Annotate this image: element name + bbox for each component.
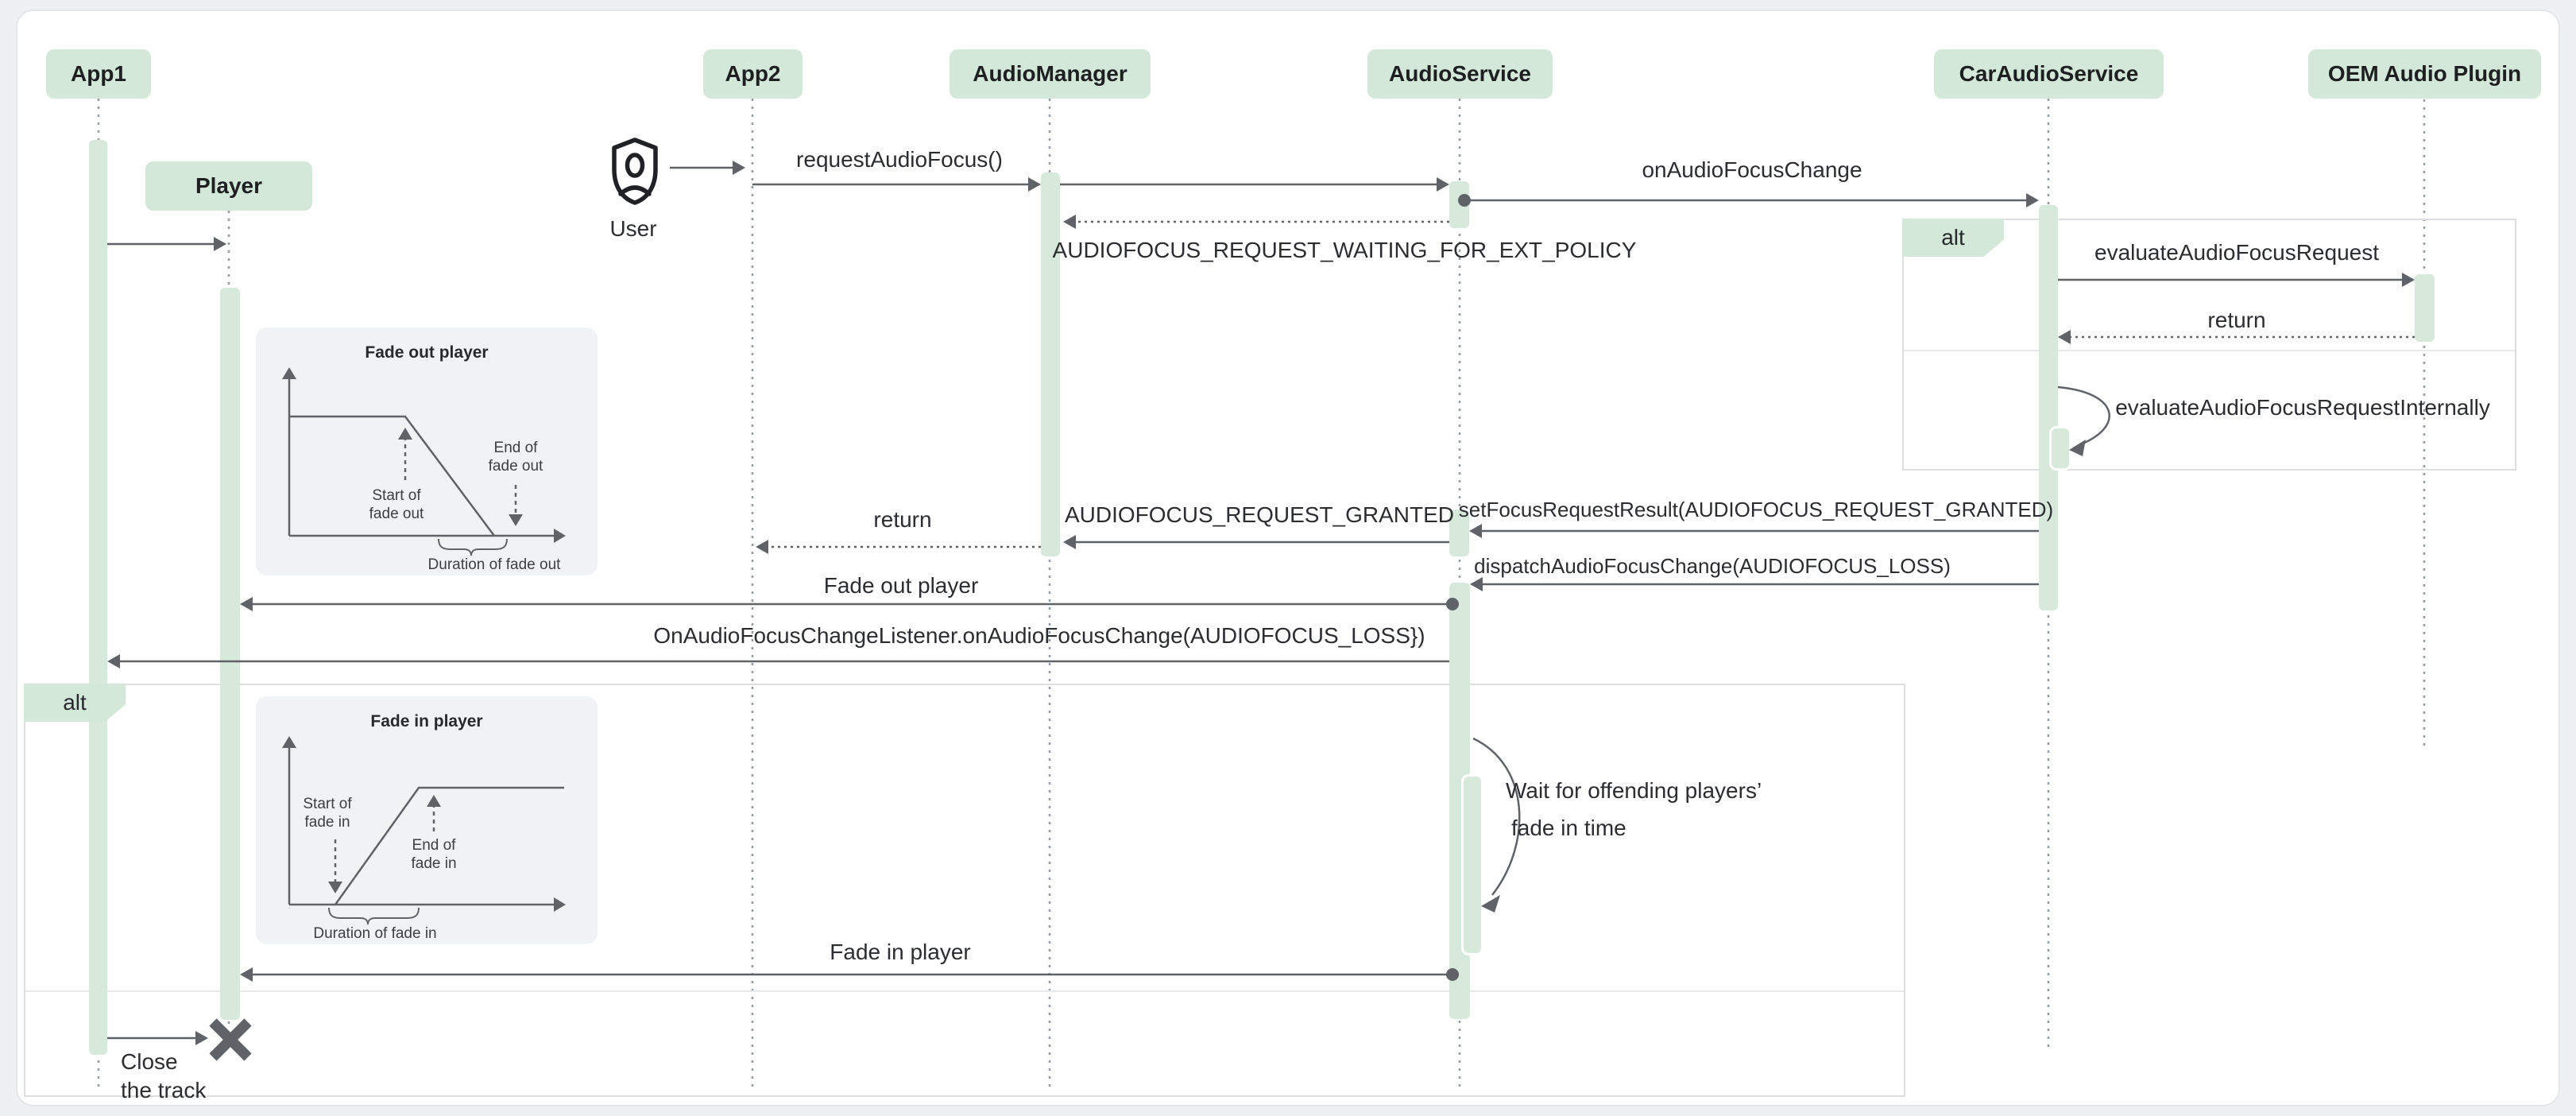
msg-fade-in-player: Fade in player	[830, 940, 971, 964]
participant-audiomanager-label: AudioManager	[973, 61, 1127, 86]
inset-fade-out: Fade out player Start of fade out End o	[256, 327, 598, 575]
msg-on-audio-focus-change: onAudioFocusChange	[1642, 157, 1862, 182]
activation-audioservice-nested	[1461, 774, 1483, 955]
alt-policy-label: alt	[1902, 219, 2004, 257]
note-wait: Wait for offending players’ fade in time	[1506, 772, 1762, 847]
inset-fade-in-duration-label: Duration of fade in	[313, 925, 437, 942]
participant-audioservice-label: AudioService	[1389, 61, 1531, 86]
activation-audioservice-1	[1449, 181, 1469, 228]
inset-fade-out-duration-label: Duration of fade out	[427, 556, 561, 573]
note-close-track: Close the track	[121, 1048, 206, 1105]
msg-evaluate-internally: evaluateAudioFocusRequestInternally	[2115, 395, 2490, 420]
msg-fade-out-player: Fade out player	[823, 573, 979, 598]
note-close-line1: Close	[121, 1049, 178, 1074]
actor-user-label: User	[609, 216, 657, 241]
msg-waiting-ext-policy: AUDIOFOCUS_REQUEST_WAITING_FOR_EXT_POLIC…	[1052, 238, 1637, 262]
alt-outer-text: alt	[63, 690, 87, 715]
activation-caraudioservice	[2039, 205, 2058, 610]
participant-app1-label: App1	[71, 61, 126, 86]
inset-fade-in-end-label: End of fade in	[411, 837, 457, 872]
participant-oem-plugin-label: OEM Audio Plugin	[2327, 61, 2522, 86]
activation-caraudioservice-nested	[2049, 426, 2071, 471]
inset-fade-out-graph	[282, 367, 566, 556]
inset-fade-out-end-label: End of fade out	[488, 440, 543, 475]
note-wait-line1: Wait for offending players’	[1506, 778, 1762, 803]
msg-evaluate-request: evaluateAudioFocusRequest	[2094, 240, 2380, 265]
participant-caraudioservice: CarAudioService	[1934, 49, 2164, 99]
note-close-line2: the track	[121, 1078, 207, 1102]
inset-fade-in-start-label: Start of fade in	[303, 796, 352, 831]
activation-oem	[2415, 274, 2435, 342]
participant-oem-plugin: OEM Audio Plugin	[2308, 49, 2541, 99]
participant-app2: App2	[703, 49, 803, 99]
note-wait-line2: fade in time	[1511, 816, 1626, 840]
object-player-label: Player	[195, 173, 263, 198]
participant-app2-label: App2	[725, 61, 781, 86]
inset-fade-out-start-label: Start of fade out	[369, 487, 424, 522]
msg-dispatch-focus-change: dispatchAudioFocusChange(AUDIOFOCUS_LOSS…	[1474, 554, 1951, 578]
activation-audiomanager	[1041, 172, 1060, 556]
alt-outer-label: alt	[24, 684, 126, 722]
object-player: Player	[145, 161, 312, 211]
participant-app1: App1	[46, 49, 151, 99]
alt-outer-divider	[25, 990, 1904, 992]
alt-fragment-outer	[24, 684, 1905, 1097]
activation-app1	[89, 140, 107, 1055]
msg-listener-callback: OnAudioFocusChangeListener.onAudioFocusC…	[653, 623, 1425, 648]
participant-audioservice: AudioService	[1367, 49, 1553, 99]
activation-audioservice-2	[1449, 510, 1469, 556]
inset-fade-in-title: Fade in player	[370, 712, 483, 730]
inset-fade-in-graph	[282, 736, 566, 925]
activation-player	[220, 288, 240, 1020]
alt-policy-text: alt	[1941, 225, 1965, 250]
inset-fade-in: Fade in player Start of fade in End of	[256, 696, 598, 944]
msg-return-right: return	[2207, 308, 2266, 332]
participant-caraudioservice-label: CarAudioService	[1959, 61, 2139, 86]
msg-return-left: return	[873, 507, 932, 532]
msg-request-granted: AUDIOFOCUS_REQUEST_GRANTED	[1064, 502, 1455, 527]
participant-audiomanager: AudioManager	[950, 49, 1151, 99]
msg-request-audio-focus: requestAudioFocus()	[796, 147, 1003, 172]
msg-set-focus-result: setFocusRequestResult(AUDIOFOCUS_REQUEST…	[1458, 498, 2054, 521]
inset-fade-out-title: Fade out player	[365, 343, 489, 362]
alt-policy-divider	[1904, 350, 2515, 351]
alt-fragment-policy	[1902, 219, 2516, 471]
